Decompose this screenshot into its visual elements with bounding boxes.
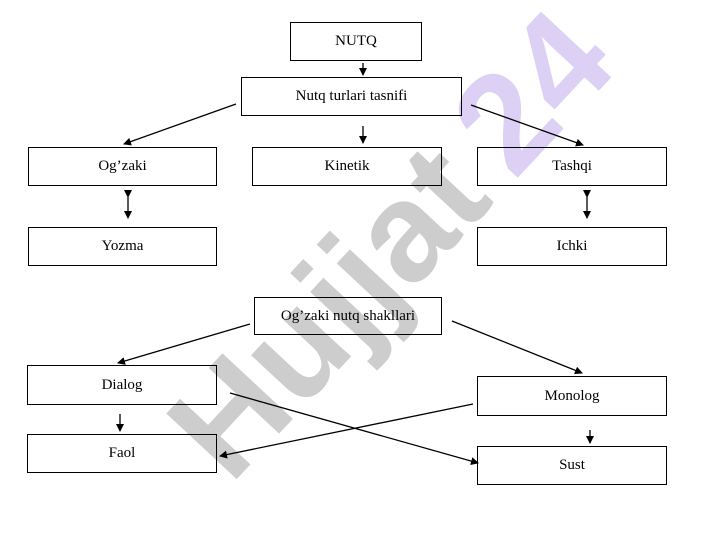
node-dialog: Dialog [27, 365, 217, 405]
node-ogzaki-label: Og’zaki [98, 158, 147, 174]
node-dialog-label: Dialog [101, 376, 143, 393]
node-ogzaki-nutq-shakllari-label: Og’zaki nutq shakllari [280, 307, 416, 324]
node-tashqi-label: Tashqi [552, 158, 592, 174]
node-ogzaki-nutq-shakllari: Og’zaki nutq shakllari [254, 297, 442, 335]
node-ichki-label: Ichki [556, 238, 588, 254]
node-sust: Sust [477, 446, 667, 485]
arrow-shakllari-to-monolog [451, 320, 583, 375]
node-faol-label: Faol [108, 445, 136, 461]
node-monolog: Monolog [477, 376, 667, 416]
node-nutq: NUTQ [290, 22, 422, 61]
node-yozma: Yozma [28, 227, 217, 266]
node-tashqi: Tashqi [477, 147, 667, 186]
node-sust-label: Sust [559, 457, 585, 473]
node-ichki: Ichki [477, 227, 667, 266]
node-monolog-label: Monolog [544, 387, 600, 404]
arrow-monolog-to-faol [219, 403, 474, 459]
node-nutq-turlari-tasnifi-label: Nutq turlari tasnifi [295, 88, 408, 104]
arrow-turlari-to-ogzaki [123, 103, 237, 146]
node-kinetik: Kinetik [252, 147, 442, 186]
node-nutq-turlari-tasnifi: Nutq turlari tasnifi [241, 77, 462, 116]
node-nutq-label: NUTQ [335, 33, 377, 49]
arrow-turlari-to-tashqi [470, 104, 584, 147]
node-kinetik-label: Kinetik [324, 158, 370, 174]
node-faol: Faol [27, 434, 217, 473]
node-ogzaki: Og’zaki [28, 147, 217, 186]
arrow-shakllari-to-dialog [117, 323, 251, 365]
node-yozma-label: Yozma [101, 238, 144, 254]
